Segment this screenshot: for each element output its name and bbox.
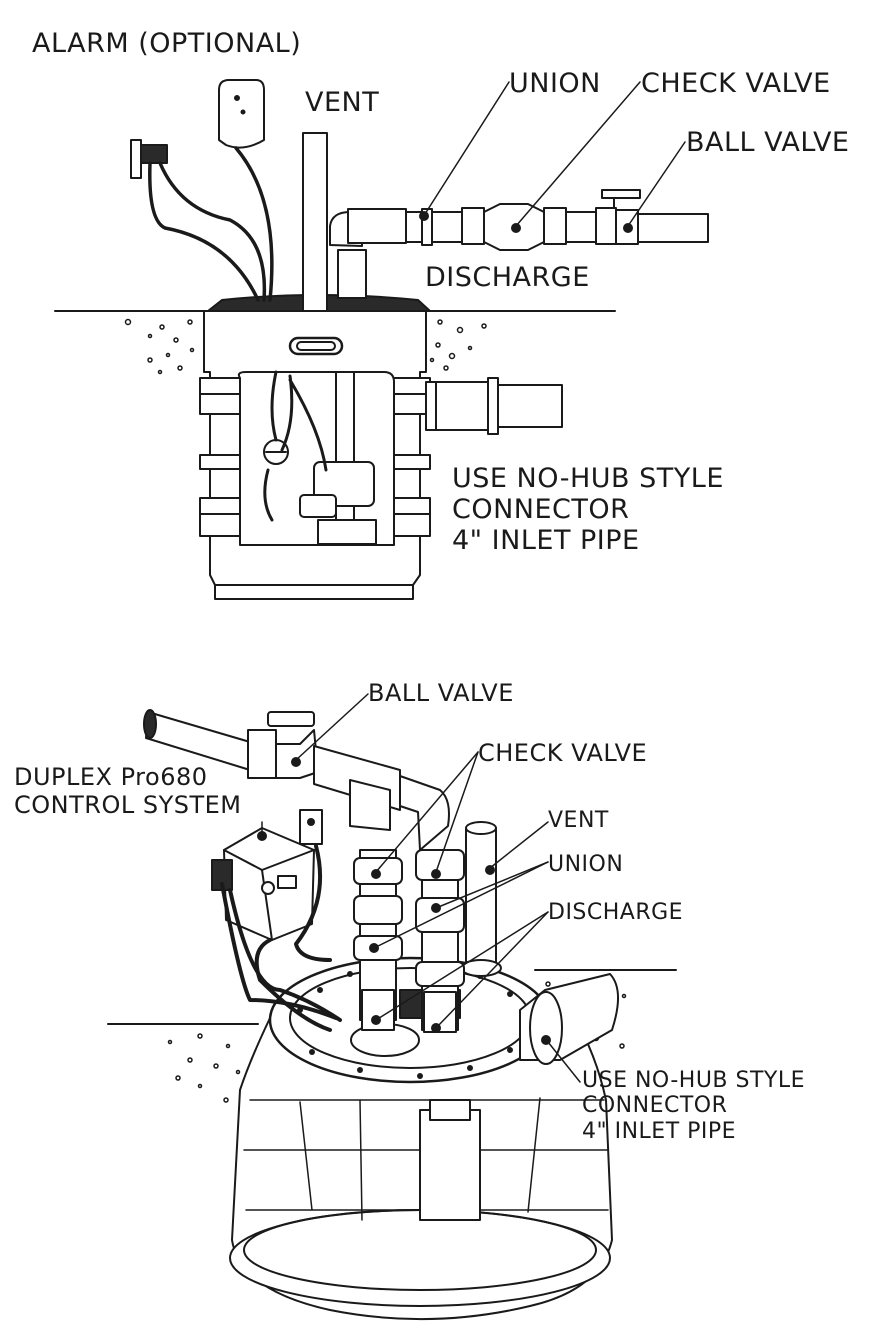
duplex-vent-pipe bbox=[460, 821, 502, 977]
alarm-label: ALARM (OPTIONAL) bbox=[32, 28, 302, 59]
soil-dots-lower bbox=[167, 980, 627, 1103]
soil-dots bbox=[124, 318, 487, 375]
inlet-note-lower: USE NO-HUB STYLE CONNECTOR 4" INLET PIPE bbox=[582, 1068, 805, 1144]
discharge-label: DISCHARGE bbox=[425, 262, 590, 293]
inlet-note-line: USE NO-HUB STYLE bbox=[582, 1068, 806, 1093]
top-sump-diagram bbox=[54, 79, 709, 600]
alarm-cords bbox=[148, 146, 274, 302]
duplex-basin bbox=[231, 1009, 613, 1321]
top-leader-lines bbox=[424, 81, 686, 227]
ball-valve-label: BALL VALVE bbox=[686, 127, 850, 158]
inlet-note-line: CONNECTOR bbox=[452, 494, 630, 526]
vent-label: VENT bbox=[305, 87, 380, 118]
check-valve-label: CHECK VALVE bbox=[641, 68, 831, 99]
discharge-pipe-left bbox=[353, 849, 403, 1031]
inlet-pipe bbox=[425, 377, 563, 435]
union-label: UNION bbox=[509, 68, 601, 99]
inner-pump bbox=[263, 371, 377, 545]
discharge-pipe-right bbox=[415, 849, 465, 1033]
inlet-note-line: USE NO-HUB STYLE bbox=[452, 463, 724, 494]
inlet-note: USE NO-HUB STYLE CONNECTOR 4" INLET PIPE bbox=[452, 463, 724, 556]
control-cords bbox=[220, 844, 342, 1032]
basin-base bbox=[214, 584, 414, 600]
vent-label-lower: VENT bbox=[548, 808, 609, 833]
duplex-inlet-pipe bbox=[519, 973, 619, 1065]
duplex-pump bbox=[419, 1109, 481, 1221]
alarm-outlet bbox=[130, 139, 142, 179]
inlet-note-line: 4" INLET PIPE bbox=[582, 1118, 737, 1144]
control-system-line: CONTROL SYSTEM bbox=[14, 790, 242, 819]
inlet-note-line: CONNECTOR bbox=[582, 1093, 728, 1119]
control-box bbox=[211, 809, 323, 941]
control-system-line: DUPLEX Pro680 bbox=[14, 763, 208, 791]
ball-valve-label-lower: BALL VALVE bbox=[368, 679, 514, 707]
union-label-lower: UNION bbox=[548, 852, 624, 877]
bottom-leader-dots bbox=[257, 757, 551, 1045]
top-leader-dots bbox=[419, 211, 633, 233]
duplex-lid bbox=[268, 956, 552, 1084]
vent-pipe bbox=[302, 132, 328, 312]
control-system-label: DUPLEX Pro680 CONTROL SYSTEM bbox=[14, 763, 242, 819]
inlet-note-line: 4" INLET PIPE bbox=[452, 525, 640, 557]
discharge-label-lower: DISCHARGE bbox=[548, 900, 684, 925]
check-valve-label-lower: CHECK VALVE bbox=[478, 739, 648, 767]
